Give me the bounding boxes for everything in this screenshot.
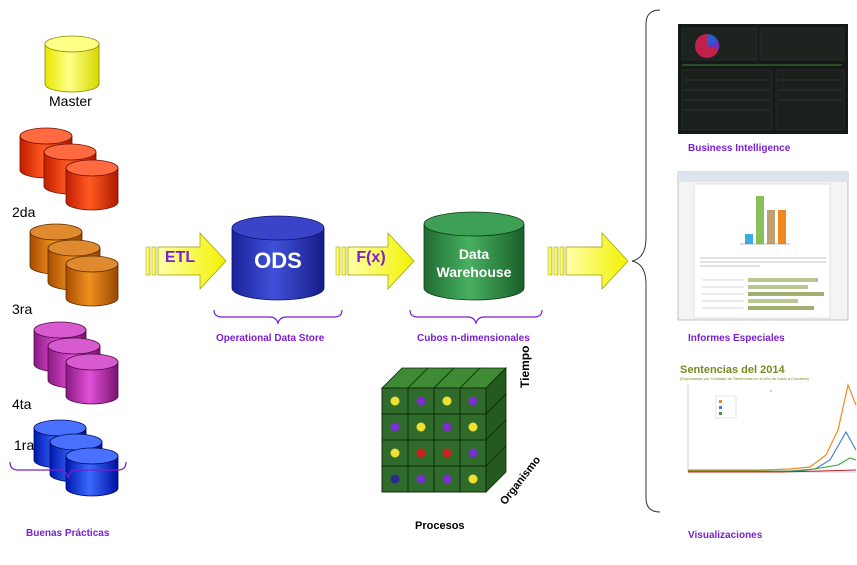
cube-cell-dot	[468, 474, 478, 484]
cube-cell-dot	[416, 422, 426, 432]
report-document-thumbnail	[677, 171, 849, 321]
master-database-icon	[44, 35, 100, 93]
output-viz-label: Visualizaciones	[688, 530, 763, 541]
cube-cell-dot	[390, 448, 400, 458]
cube-cell-dot	[468, 422, 478, 432]
dw-brace	[409, 309, 543, 325]
cube-cell-dot	[468, 448, 478, 458]
etl-arrow	[145, 232, 227, 290]
source-4ta-label: 4ta	[12, 396, 32, 412]
ods-database-icon	[231, 215, 325, 301]
cube-axis-procesos: Procesos	[415, 520, 465, 532]
data-warehouse-database-icon	[423, 211, 525, 301]
cube-cell-dot	[390, 422, 400, 432]
olap-cube-icon	[381, 367, 507, 493]
visualization-chart-thumbnail	[687, 382, 857, 473]
cube-cell-dot	[442, 396, 452, 406]
source-2da-label: 2da	[12, 204, 36, 220]
output-bi-label: Business Intelligence	[688, 143, 791, 154]
cube-cell	[459, 465, 487, 493]
cube-cell-dot	[416, 396, 426, 406]
cube-cell-dot	[442, 422, 452, 432]
dw-title-line1: Data	[458, 246, 490, 262]
blue-database-stack-icon	[33, 419, 119, 497]
ods-title: ODS	[254, 248, 302, 273]
magenta-database-stack-icon	[33, 321, 119, 405]
viz-chart-title: Sentencias del 2014	[680, 364, 785, 376]
cube-cell-dot	[442, 474, 452, 484]
output-arrow	[547, 232, 629, 290]
outputs-brace	[631, 9, 661, 513]
cube-cell-dot	[390, 396, 400, 406]
cube-axis-tiempo: Tiempo	[518, 345, 532, 388]
bi-dashboard-thumbnail	[678, 24, 848, 134]
etl-label: ETL	[164, 249, 196, 266]
output-reports-label: Informes Especiales	[688, 333, 785, 344]
fx-label: F(x)	[356, 249, 386, 266]
red-database-stack-icon	[19, 127, 119, 211]
source-1ra-label: 1ra	[14, 437, 35, 453]
sources-brace	[9, 461, 127, 479]
sources-caption: Buenas Prácticas	[26, 528, 110, 539]
cube-cell	[381, 465, 409, 493]
ods-caption: Operational Data Store	[216, 333, 325, 344]
viz-chart-subtitle: (Expresadas por Cantidad de Sentencias e…	[680, 376, 809, 381]
orange-database-stack-icon	[29, 223, 119, 307]
master-label: Master	[49, 93, 92, 109]
dw-title-line2: Warehouse	[436, 264, 512, 280]
cube-cell-dot	[390, 474, 400, 484]
cube-cell-dot	[416, 448, 426, 458]
ods-brace	[213, 309, 343, 325]
dw-caption: Cubos n-dimensionales	[417, 333, 530, 344]
cube-cell-dot	[442, 448, 452, 458]
source-3ra-label: 3ra	[12, 301, 33, 317]
cube-cell-dot	[468, 396, 478, 406]
cube-cell-dot	[416, 474, 426, 484]
fx-arrow	[335, 232, 415, 290]
